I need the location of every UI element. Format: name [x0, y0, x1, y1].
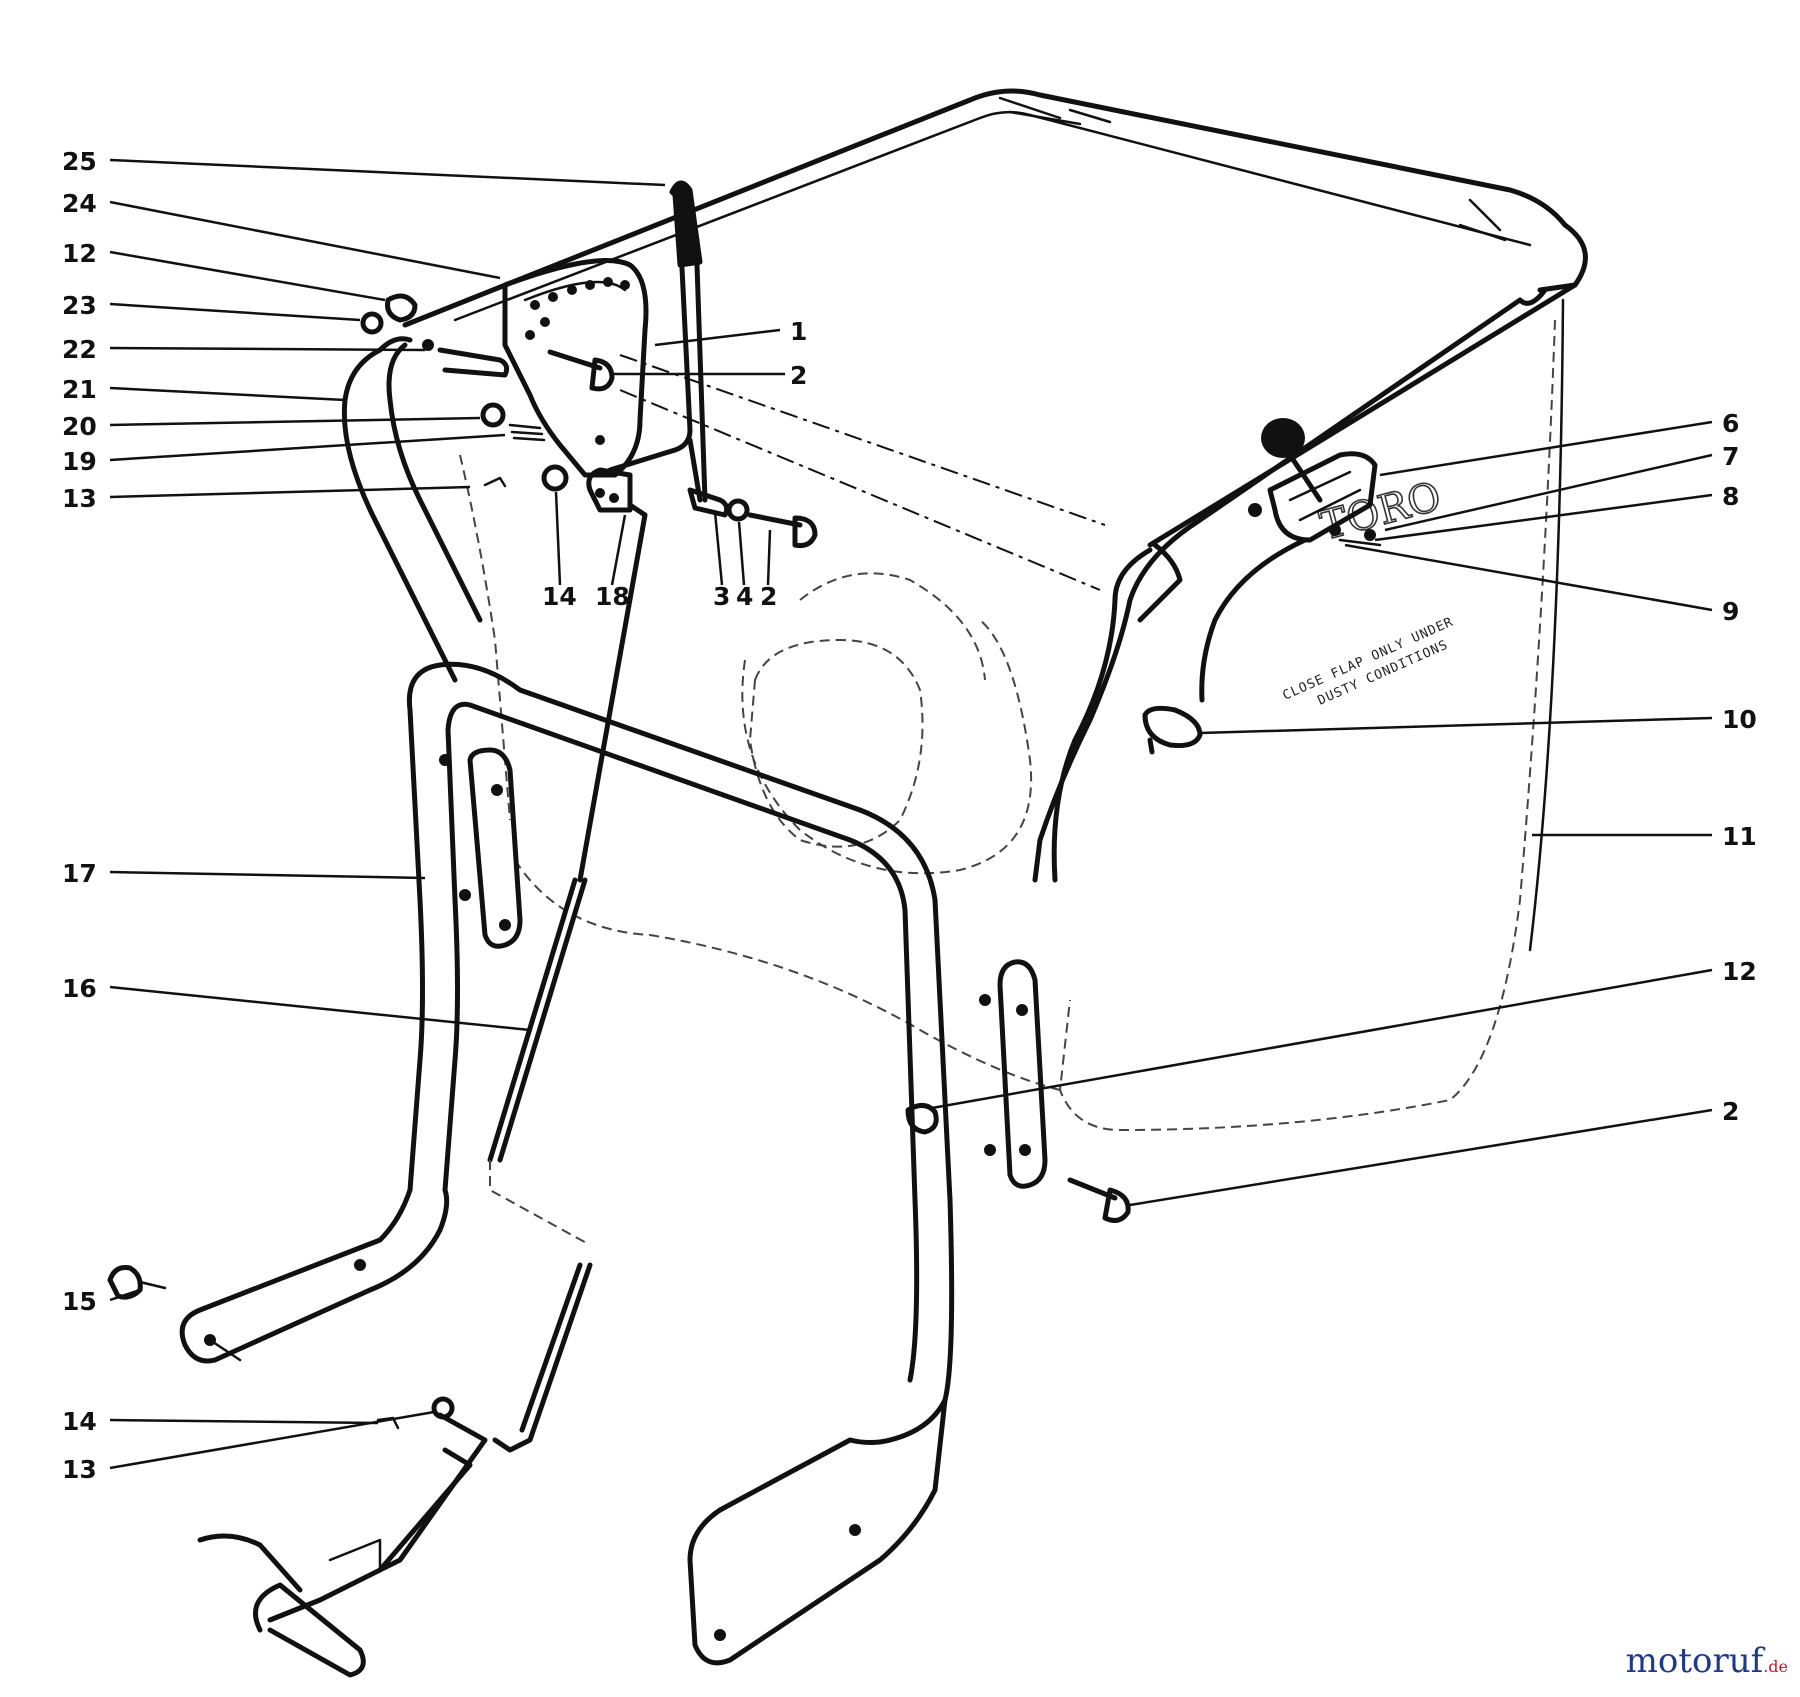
- leader-lines: [109, 158, 1713, 1470]
- callout-1: 1: [790, 317, 807, 346]
- watermark-main: motoruf: [1625, 1641, 1764, 1681]
- watermark-suffix: .de: [1763, 1657, 1788, 1676]
- callout-18: 18: [595, 582, 630, 611]
- callout-12-lower: 12: [1722, 957, 1757, 986]
- lower-handle: [179, 661, 996, 1666]
- callout-21: 21: [62, 375, 97, 404]
- throttle-control: [1199, 418, 1382, 703]
- callout-10: 10: [1722, 705, 1757, 734]
- callout-4: 4: [736, 582, 753, 611]
- callout-13: 13: [62, 484, 97, 513]
- control-lever: [607, 180, 708, 503]
- callout-17: 17: [62, 859, 97, 888]
- callout-2-left: 2: [760, 582, 777, 611]
- control-rod: [487, 502, 648, 1453]
- grass-bag: TORO CLOSE FLAP ONLY UNDER DUSTY CONDITI…: [402, 88, 1588, 1132]
- callout-14-lower: 14: [62, 1407, 97, 1436]
- lower-linkage: [197, 1412, 488, 1678]
- callout-16: 16: [62, 974, 97, 1003]
- callout-11: 11: [1722, 822, 1757, 851]
- watermark-logo: motoruf.de: [1626, 1641, 1788, 1681]
- callout-24: 24: [62, 189, 97, 218]
- callout-25: 25: [62, 147, 97, 176]
- callout-13-lower: 13: [62, 1455, 97, 1484]
- callout-labels: 25 24 12 23 22 21 20 19 13 14 18 3 4 2 1…: [62, 147, 1757, 1484]
- callout-19: 19: [62, 447, 97, 476]
- upper-handle: [341, 282, 1578, 883]
- cable-clamp: [1142, 705, 1203, 755]
- callout-2-upper: 2: [790, 361, 807, 390]
- callout-22: 22: [62, 335, 97, 364]
- hardware: [107, 293, 1131, 1430]
- callout-8: 8: [1722, 482, 1739, 511]
- callout-15: 15: [62, 1287, 97, 1316]
- handle-brackets: [467, 747, 1048, 1189]
- callout-9: 9: [1722, 597, 1739, 626]
- callout-6: 6: [1722, 409, 1739, 438]
- callout-14: 14: [542, 582, 577, 611]
- callout-7: 7: [1722, 442, 1739, 471]
- control-quadrant: [502, 258, 649, 478]
- callout-23: 23: [62, 291, 97, 320]
- callout-3: 3: [713, 582, 730, 611]
- callout-12: 12: [62, 239, 97, 268]
- callout-2-lower: 2: [1722, 1097, 1739, 1126]
- callout-20: 20: [62, 412, 97, 441]
